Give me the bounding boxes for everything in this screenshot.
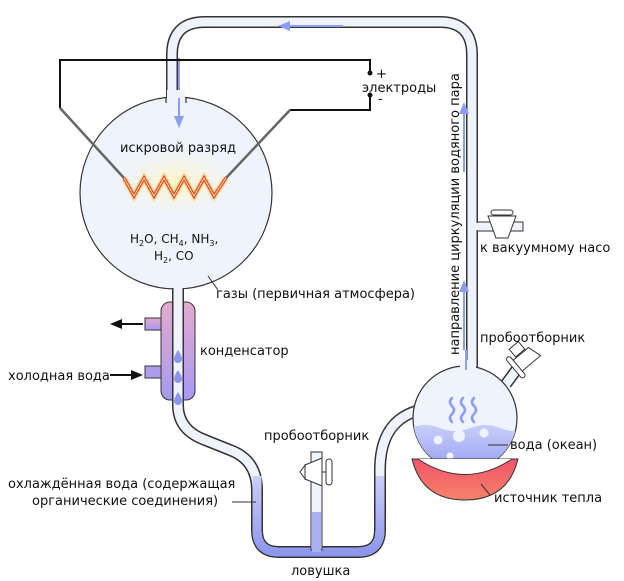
cold-water-in-arrow bbox=[110, 370, 143, 380]
heat-pointer bbox=[480, 483, 491, 496]
steam-icon bbox=[448, 396, 478, 424]
vacuum-valve bbox=[471, 209, 524, 239]
flow-arrow-top bbox=[278, 21, 343, 31]
vacuum-pump-label: к вакуумному насо bbox=[480, 241, 610, 256]
chemicals-line-1: H2O, CH4, NH3, bbox=[130, 232, 218, 248]
positive-terminal bbox=[367, 70, 373, 76]
heat-source-label: источник тепла bbox=[494, 491, 602, 506]
vapor-direction-label: направление циркуляции водяного пара bbox=[448, 73, 463, 355]
plus-label: + bbox=[376, 67, 387, 82]
spark-label: искровой разряд bbox=[120, 141, 236, 156]
negative-terminal bbox=[367, 92, 373, 98]
gases-pointer bbox=[207, 275, 219, 291]
condenser bbox=[144, 301, 196, 401]
flask-sampler bbox=[506, 340, 542, 379]
right-electrode-rod bbox=[225, 109, 291, 179]
trap-sampler bbox=[299, 451, 333, 552]
electrode-wires bbox=[59, 59, 373, 111]
condensate-droplets bbox=[174, 350, 182, 405]
vapor-circulation-tube bbox=[166, 16, 478, 376]
spark-discharge bbox=[121, 171, 229, 203]
electrodes-label: электроды bbox=[362, 81, 436, 96]
flow-arrow-up-1 bbox=[459, 102, 469, 172]
cold-water-out-arrow bbox=[110, 319, 143, 329]
cooled-water-label-1: охлаждённая вода (содержащая bbox=[8, 477, 235, 492]
flask-sampler-label: пробоотборник bbox=[480, 331, 585, 346]
cold-water-label: холодная вода bbox=[8, 369, 110, 384]
trap-sampler-label: пробоотборник bbox=[264, 429, 369, 444]
cooled-water-label-2: органические соединения) bbox=[32, 494, 218, 509]
flow-arrow-up-2 bbox=[459, 280, 469, 350]
trap-label: ловушка bbox=[291, 564, 350, 579]
ocean-label: вода (океан) bbox=[510, 438, 597, 453]
minus-label: - bbox=[378, 92, 383, 107]
left-electrode-rod bbox=[59, 107, 125, 179]
condenser-label: конденсатор bbox=[200, 344, 289, 359]
condensate-tube bbox=[172, 288, 422, 558]
gases-label: газы (первичная атмосфера) bbox=[216, 287, 415, 302]
chemicals-line-2: H2, CO bbox=[154, 249, 194, 265]
